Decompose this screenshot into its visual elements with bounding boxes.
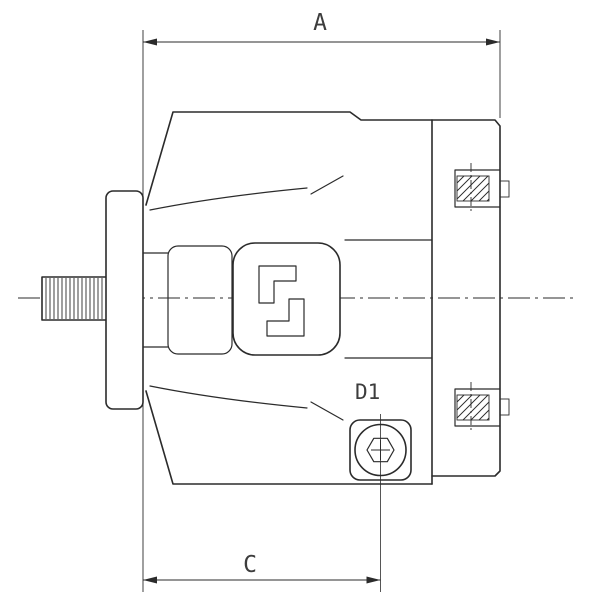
extension-lines — [142, 30, 501, 592]
drain-plug — [349, 414, 412, 592]
dimension-a-arrow-right — [486, 38, 500, 46]
housing-bottom-edge — [145, 390, 433, 485]
port-d1-label: D1 — [355, 380, 380, 404]
clamp-symbol-lower — [266, 298, 305, 337]
top-port — [454, 163, 510, 214]
hex-socket — [366, 437, 395, 463]
upper-contour — [149, 187, 308, 211]
top-port-hatch — [456, 175, 490, 202]
barrel-lines — [344, 239, 433, 359]
bottom-port-hatch — [456, 394, 490, 421]
dimension-a-label: A — [313, 10, 327, 36]
mounting-flange — [105, 190, 144, 410]
dimension-c-arrow-right — [366, 576, 381, 584]
drive-shaft — [41, 276, 109, 321]
rear-cover-outline — [431, 119, 501, 477]
shaft-splines — [45, 278, 107, 319]
dimension-c: C — [143, 552, 381, 584]
bottom-port-lines — [454, 388, 501, 427]
top-port-lines — [454, 169, 501, 208]
center-block-outline — [232, 242, 341, 356]
shaft-body — [41, 276, 109, 321]
bottom-port-tab — [499, 398, 510, 416]
dimension-c-arrow-left — [143, 576, 157, 584]
upper-break-line — [310, 175, 344, 195]
top-port-bore — [456, 175, 490, 202]
top-port-tab — [499, 180, 510, 198]
clamp-symbol-upper — [258, 265, 297, 304]
rear-cover — [431, 119, 510, 477]
bottom-port-bore — [456, 394, 490, 421]
dimension-a: A — [143, 10, 500, 46]
lower-break-line — [310, 401, 344, 421]
bottom-port — [454, 382, 510, 433]
center-block — [232, 242, 341, 356]
housing-contours — [142, 175, 433, 421]
housing-top-edge — [145, 111, 433, 206]
dimension-c-label: C — [243, 552, 257, 578]
pump-housing — [145, 111, 433, 485]
lower-contour — [149, 385, 308, 409]
dimension-a-arrow-left — [143, 38, 157, 46]
neck-lines — [142, 252, 169, 348]
bearing-housing — [167, 245, 233, 355]
